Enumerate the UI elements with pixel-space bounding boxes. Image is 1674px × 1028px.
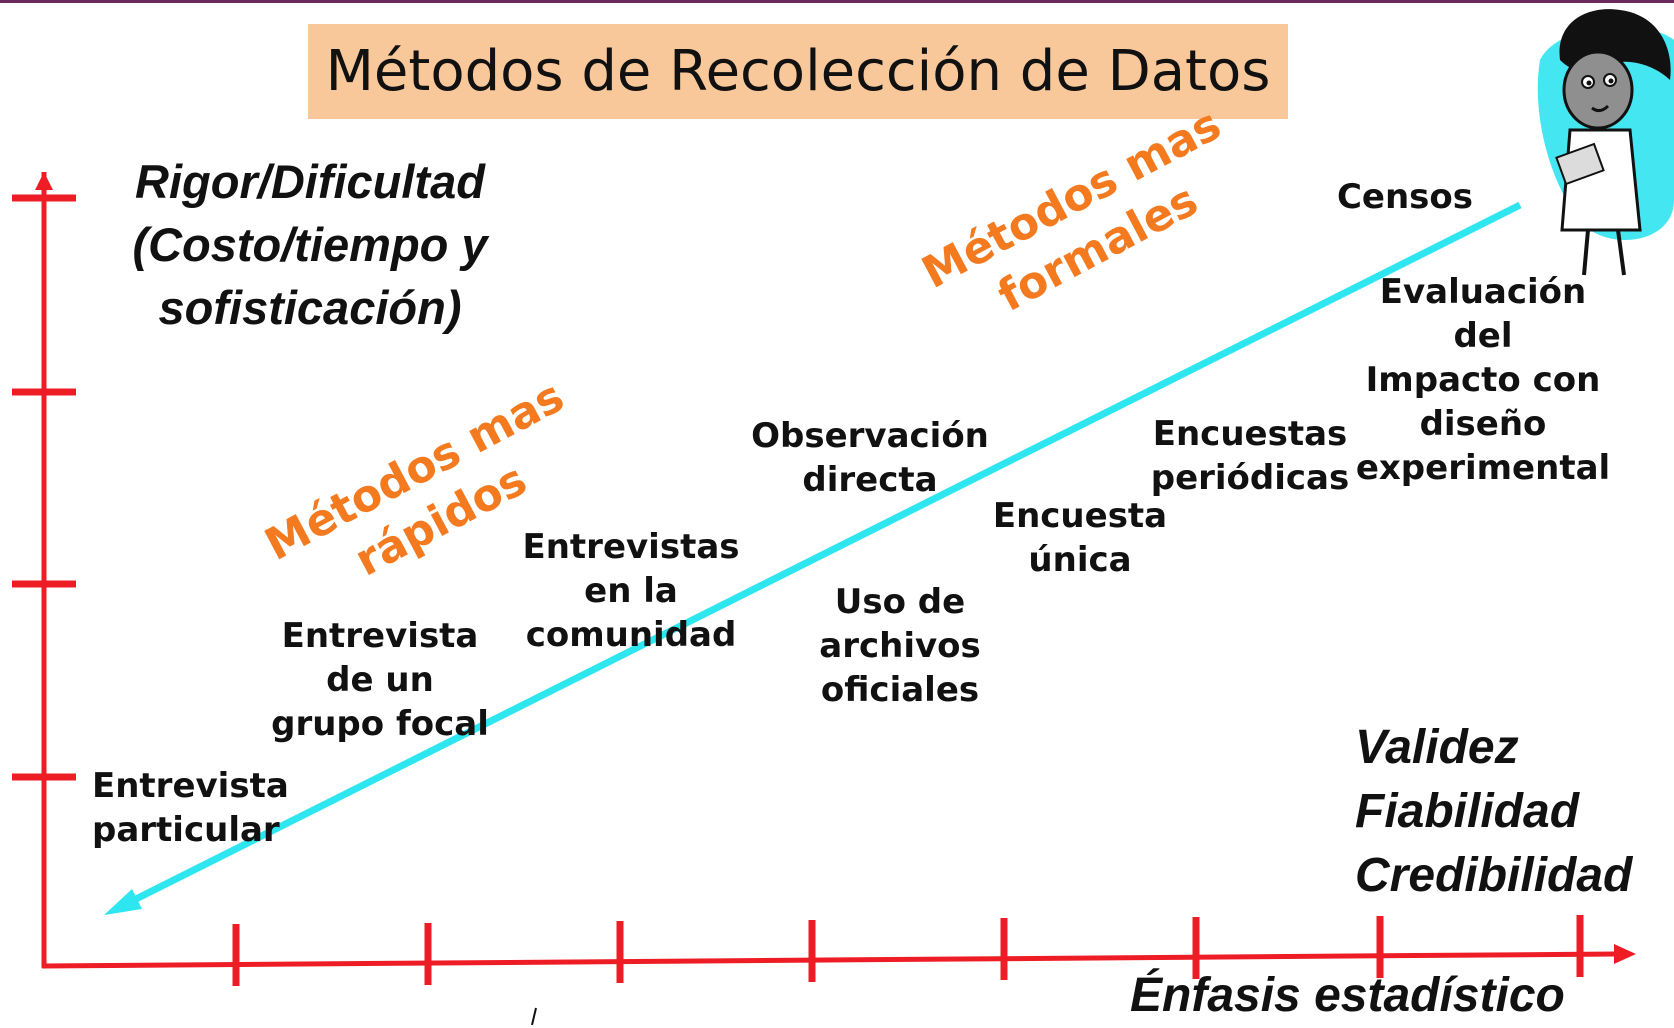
method-evaluacion-impacto: Evaluación del Impacto con diseño experi… bbox=[1355, 272, 1611, 488]
method-observacion-directa: Observación directa bbox=[751, 416, 989, 500]
method-entrevista-particular: Entrevista particular bbox=[92, 766, 289, 850]
method-grupo-focal: Entrevista de un grupo focal bbox=[271, 616, 489, 744]
x-axis-arrowhead bbox=[1614, 944, 1636, 964]
quality-validez: Validez bbox=[1355, 721, 1519, 774]
method-entrevistas-comunidad: Entrevistas en la comunidad bbox=[522, 527, 740, 655]
method-censos: Censos bbox=[1336, 177, 1474, 217]
x-axis-line bbox=[41, 951, 1617, 969]
x-axis-title: Énfasis estadístico bbox=[1130, 969, 1565, 1022]
trend-arrow-line bbox=[126, 201, 1522, 907]
method-encuestas-periodicas: Encuestas periódicas bbox=[1150, 414, 1350, 498]
quality-fiabilidad: Fiabilidad bbox=[1355, 785, 1580, 838]
title-banner: Métodos de Recolección de Datos bbox=[308, 24, 1288, 119]
researcher-with-clipboard-illustration bbox=[1537, 9, 1674, 276]
page-title: Métodos de Recolección de Datos bbox=[325, 39, 1271, 104]
top-border-line bbox=[0, 0, 1674, 3]
y-axis-title: Rigor/Dificultad (Costo/tiempo y sofisti… bbox=[132, 155, 488, 334]
y-axis-arrowhead bbox=[35, 172, 53, 190]
method-archivos-oficiales: Uso de archivos oficiales bbox=[819, 582, 981, 710]
quality-credibilidad: Credibilidad bbox=[1355, 849, 1633, 902]
method-encuesta-unica: Encuesta única bbox=[992, 496, 1168, 580]
bottom-stroke-mark bbox=[531, 1007, 537, 1025]
trend-arrowhead bbox=[104, 889, 142, 915]
